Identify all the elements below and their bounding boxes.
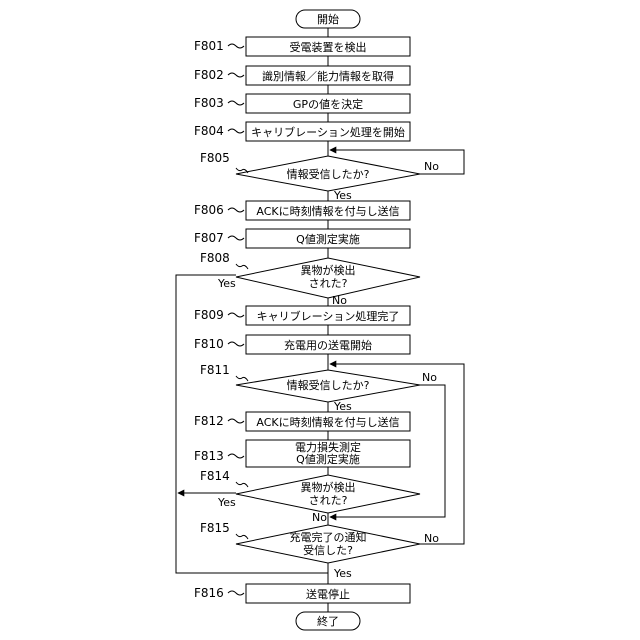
- step-f812: ACKに時刻情報を付与し送信: [246, 412, 410, 431]
- step-f809-text: キャリブレーション処理完了: [257, 309, 400, 323]
- decision-f814: 異物が検出 された?: [236, 475, 420, 513]
- decision-f811-text: 情報受信したか?: [287, 379, 370, 392]
- branch-f811-no: No: [422, 371, 437, 384]
- step-f802: 識別情報／能力情報を取得: [246, 66, 410, 85]
- decision-f808-text-line2: された?: [309, 277, 348, 290]
- step-f807-text: Q値測定実施: [296, 232, 360, 246]
- label-f808: F808: [200, 251, 230, 265]
- decision-f815: 充電完了の通知 受信した?: [236, 525, 420, 563]
- label-f803: F803: [194, 96, 224, 110]
- step-f804-text: キャリブレーション処理を開始: [251, 125, 405, 139]
- step-f813: 電力損失測定 Q値測定実施: [246, 440, 410, 467]
- label-f807: F807: [194, 231, 224, 245]
- step-f804: キャリブレーション処理を開始: [246, 122, 410, 141]
- step-f816-text: 送電停止: [306, 587, 350, 601]
- branch-f815-no: No: [424, 532, 439, 545]
- decision-f805: 情報受信したか?: [236, 156, 420, 191]
- step-f806: ACKに時刻情報を付与し送信: [246, 201, 410, 220]
- branch-f808-no: No: [332, 294, 347, 307]
- step-f813-text-line2: Q値測定実施: [296, 452, 360, 466]
- step-f813-text-line1: 電力損失測定: [295, 440, 361, 454]
- branch-f811-yes: Yes: [333, 400, 352, 413]
- label-f804: F804: [194, 124, 224, 138]
- branch-f814-no: No: [312, 511, 327, 524]
- decision-f808-text-line1: 異物が検出: [301, 263, 356, 277]
- decision-f805-text: 情報受信したか?: [287, 168, 370, 181]
- step-f809: キャリブレーション処理完了: [246, 306, 410, 325]
- start-terminal: 開始: [296, 10, 360, 28]
- end-terminal: 終了: [296, 612, 360, 630]
- label-f813: F813: [194, 449, 224, 463]
- label-f816: F816: [194, 586, 224, 600]
- decision-f814-text-line2: された?: [309, 494, 348, 507]
- label-f812: F812: [194, 414, 224, 428]
- decision-f815-text-line2: 受信した?: [303, 544, 353, 557]
- branch-f805-yes: Yes: [333, 189, 352, 202]
- step-f816: 送電停止: [246, 584, 410, 603]
- label-f801: F801: [194, 39, 224, 53]
- step-f806-text: ACKに時刻情報を付与し送信: [256, 204, 399, 218]
- step-f803-text: GPの値を決定: [293, 97, 363, 111]
- step-f812-text: ACKに時刻情報を付与し送信: [256, 415, 399, 429]
- decision-f815-text-line1: 充電完了の通知: [290, 530, 367, 544]
- step-f801: 受電装置を検出: [246, 37, 410, 56]
- step-f803: GPの値を決定: [246, 94, 410, 113]
- branch-f805-no: No: [424, 160, 439, 173]
- label-f802: F802: [194, 68, 224, 82]
- start-label: 開始: [317, 12, 339, 26]
- step-f801-text: 受電装置を検出: [290, 40, 367, 54]
- label-f805: F805: [200, 151, 230, 165]
- branch-f814-yes: Yes: [217, 496, 236, 509]
- label-f809: F809: [194, 308, 224, 322]
- step-f810: 充電用の送電開始: [246, 335, 410, 354]
- decision-f814-text-line1: 異物が検出: [301, 480, 356, 494]
- label-f811: F811: [200, 363, 230, 377]
- label-f814: F814: [200, 469, 230, 483]
- step-f810-text: 充電用の送電開始: [284, 338, 372, 352]
- decision-f811: 情報受信したか?: [236, 370, 420, 402]
- branch-f808-yes: Yes: [217, 277, 236, 290]
- step-f802-text: 識別情報／能力情報を取得: [262, 69, 394, 83]
- label-f815: F815: [200, 521, 230, 535]
- end-label: 終了: [317, 614, 339, 628]
- label-f806: F806: [194, 203, 224, 217]
- branch-f815-yes: Yes: [333, 567, 352, 580]
- label-f810: F810: [194, 337, 224, 351]
- step-f807: Q値測定実施: [246, 229, 410, 248]
- decision-f808: 異物が検出 された?: [236, 258, 420, 298]
- step-reference-labels: [228, 44, 248, 595]
